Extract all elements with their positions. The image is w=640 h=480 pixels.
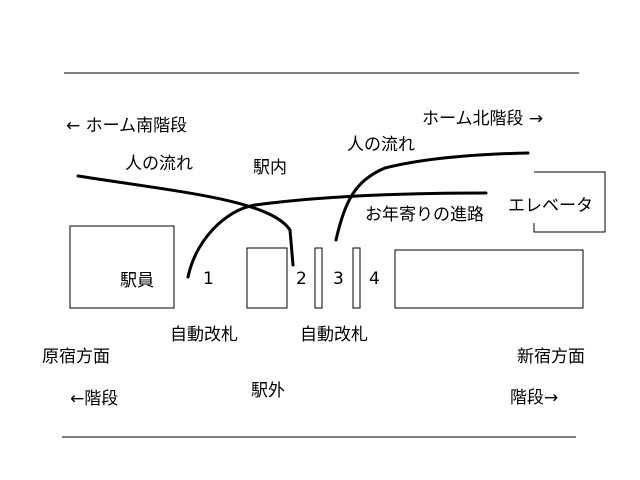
- staff-booth: [69, 225, 175, 309]
- gate-divider-2-3: [314, 247, 323, 309]
- gate-divider-3-4: [352, 247, 361, 309]
- elderly-path-label: お年寄りの進路: [365, 205, 484, 225]
- gate-3-label: 3: [333, 269, 344, 289]
- people-flow-right-curve: [334, 151, 530, 242]
- stairs-left-label: ←階段: [70, 389, 118, 409]
- elevator-outline: [533, 171, 606, 233]
- inside-station-label: 駅内: [253, 158, 287, 178]
- platform-north-stairs-label: ホーム北階段 →: [422, 109, 543, 129]
- elevator-label: エレベータ: [508, 196, 593, 216]
- gate-2-label: 2: [296, 269, 307, 289]
- staff-label: 駅員: [120, 271, 154, 291]
- people-flow-right-label: 人の流れ: [347, 135, 415, 155]
- shinjuku-direction-label: 新宿方面: [517, 347, 585, 367]
- elderly-path-curve: [186, 191, 488, 279]
- people-flow-left-curve: [76, 174, 295, 267]
- gate-4-label: 4: [369, 269, 380, 289]
- ticket-gate-left-label: 自動改札: [170, 325, 238, 345]
- ticket-gate-right-label: 自動改札: [300, 325, 368, 345]
- harajuku-direction-label: 原宿方面: [42, 347, 110, 367]
- platform-south-stairs-label: ← ホーム南階段: [66, 116, 187, 136]
- outside-station-label: 駅外: [251, 381, 285, 401]
- stairs-right-label: 階段→: [510, 388, 558, 408]
- gate-booth-right: [394, 249, 584, 309]
- gate-1-label: 1: [203, 269, 214, 289]
- people-flow-left-label: 人の流れ: [125, 154, 193, 174]
- gate-booth-left: [246, 247, 288, 309]
